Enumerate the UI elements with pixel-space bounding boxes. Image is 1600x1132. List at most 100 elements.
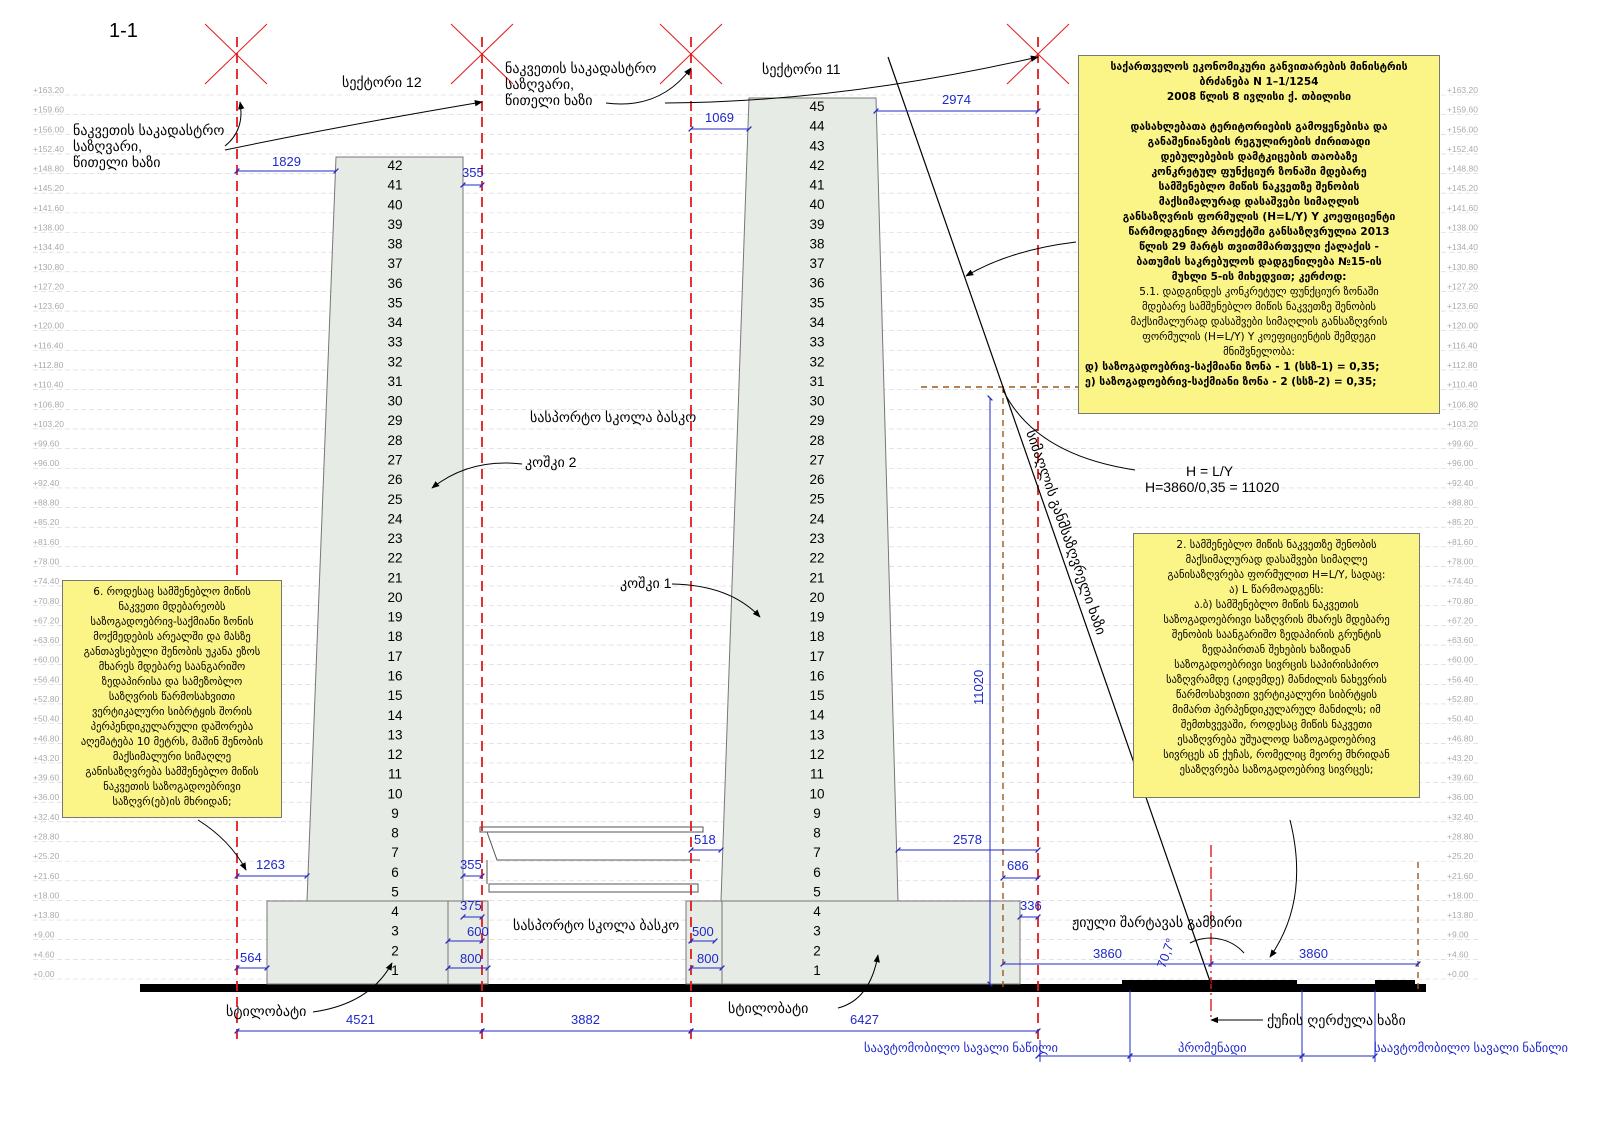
- elevation-label-left: +78.00: [33, 556, 60, 566]
- floor-number: 15: [387, 688, 402, 703]
- floor-number: 17: [387, 649, 402, 664]
- floor-number: 10: [809, 786, 824, 801]
- parcel-label-left-line-1: ნაკვეთის საკადასტრო: [73, 122, 224, 139]
- floor-number: 1: [391, 963, 399, 978]
- note-line: ვერტიკალური სიბრტყის შორის: [91, 706, 253, 718]
- floor-number: 19: [809, 610, 824, 625]
- dim-1263: 1263: [256, 857, 285, 872]
- floor-number: 25: [809, 492, 824, 507]
- floor-number: 39: [809, 217, 824, 232]
- elevation-label-right: +4.60: [1447, 949, 1469, 959]
- tower-2-floor-numbers: 1234567891011121314151617181920212223242…: [387, 158, 403, 978]
- dimension-labels: 1829 355 1069 2974 1263 355 375 600 564 …: [240, 92, 1328, 1027]
- elevation-label-left: +0.00: [33, 969, 55, 979]
- elevation-label-right: +130.80: [1447, 262, 1478, 272]
- floor-number: 34: [809, 315, 825, 330]
- elevation-label-right: +120.00: [1447, 321, 1478, 331]
- elevation-label-left: +67.20: [33, 615, 60, 625]
- floor-number: 14: [387, 708, 403, 723]
- elevation-label-right: +134.40: [1447, 242, 1478, 252]
- stylobate-left-label: სტილობატი: [226, 1003, 306, 1020]
- elevation-label-right: +18.00: [1447, 890, 1474, 900]
- elevation-label-left: +9.00: [33, 930, 55, 940]
- note-line: აღემატება 10 მეტრს, მაშინ შენობის: [80, 736, 264, 748]
- note-line: მაქსიმალური სიმაღლე: [112, 751, 232, 763]
- regulation-note-clause: 5.1. დადგინდეს კონკრეტულ ფუნქციურ ზონაში…: [1085, 285, 1433, 360]
- floor-number: 4: [813, 904, 821, 919]
- elevation-label-left: +18.00: [33, 890, 60, 900]
- sector-11-label: სექტორი 11: [762, 61, 841, 78]
- floor-number: 29: [387, 413, 402, 428]
- note-line: ბრძანება N 1–1/1254: [1199, 76, 1319, 88]
- parcel-label-mid: ნაკვეთის საკადასტრო საზღვარი, წითელი ხაზ…: [505, 60, 656, 109]
- note-line: ბათუმის საკრებულოს დადგენილება №15-ის: [1136, 256, 1382, 268]
- note-line: შენობის საანგარიშო ზედაპირის გრუნტის: [1171, 629, 1382, 641]
- floor-number: 36: [809, 276, 824, 291]
- floor-number: 43: [809, 138, 824, 153]
- dim-518: 518: [694, 832, 716, 847]
- street-axis-label: ქუჩის ღერძულა ხაზი: [1267, 1012, 1406, 1029]
- floor-number: 32: [387, 354, 402, 369]
- floor-number: 16: [809, 668, 824, 683]
- dim-355-top: 355: [462, 165, 484, 180]
- road-sections: საავტომობილო სავალი ნაწილი პრომენადი საა…: [864, 1041, 1569, 1056]
- floor-number: 14: [809, 708, 825, 723]
- floor-number: 42: [809, 158, 824, 173]
- formula-line-2: H=3860/0,35 = 11020: [1145, 479, 1280, 495]
- floor-number: 21: [387, 570, 402, 585]
- elevation-label-right: +39.60: [1447, 773, 1474, 783]
- note-line: საზღვრ(ებ)ის მხრიდან;: [112, 796, 232, 808]
- floor-number: 24: [809, 511, 825, 526]
- elevation-label-left: +13.80: [33, 910, 60, 920]
- floor-number: 33: [387, 335, 402, 350]
- elevation-label-right: +145.20: [1447, 183, 1478, 193]
- note-line: სივრცეს ან ქუჩას, რომელიც მეორე მხრიდან: [1163, 749, 1390, 761]
- note-line: პერპენდიკულარული დაშორება: [90, 721, 254, 733]
- floor-number: 2: [813, 943, 821, 958]
- floor-number: 7: [813, 845, 821, 860]
- ground-line: [140, 984, 1426, 992]
- note-line: მაქსიმალურად დასაშვები სიმაღლე: [1185, 554, 1368, 566]
- elevation-label-right: +92.40: [1447, 478, 1474, 488]
- elevation-label-right: +85.20: [1447, 517, 1474, 527]
- floor-number: 5: [813, 884, 821, 899]
- note-line: სამშენებლო მიწის ნაკვეთზე შენობის: [1158, 181, 1360, 193]
- formula-line-1: H = L/Y: [1186, 463, 1234, 479]
- floor-number: 28: [809, 433, 824, 448]
- stylobate-right-label: სტილობატი: [728, 1000, 808, 1017]
- floor-number: 22: [387, 551, 402, 566]
- floor-number: 24: [387, 511, 403, 526]
- floor-number: 40: [809, 197, 824, 212]
- elevation-label-right: +43.20: [1447, 753, 1474, 763]
- elevation-label-left: +163.20: [33, 85, 64, 95]
- floor-number: 10: [387, 786, 402, 801]
- dim-3860-left: 3860: [1093, 946, 1122, 961]
- note-line: განთავსებული შენობის უკანა ეზოს: [83, 646, 261, 658]
- elevation-label-right: +110.40: [1447, 380, 1478, 390]
- sector-12-label: სექტორი 12: [342, 74, 422, 91]
- note-line: საზოგადოებრივ-საქმიანი ზონის: [90, 616, 254, 628]
- floor-number: 35: [809, 295, 824, 310]
- elevation-label-left: +145.20: [33, 183, 64, 193]
- promenade-step: [1182, 980, 1297, 984]
- elevation-label-right: +28.80: [1447, 831, 1474, 841]
- note-line: 2. სამშენებლო მიწის ნაკვეთზე შენობის: [1176, 539, 1377, 551]
- floor-number: 32: [809, 354, 824, 369]
- elevation-label-right: +156.00: [1447, 124, 1478, 134]
- elevation-label-right: +70.80: [1447, 596, 1474, 606]
- note-line: წარმოსახვითი ვერტიკალური სიბრტყის: [1176, 689, 1377, 701]
- note-line: წარმოდგენილ პროექტში განსაზღვრულია 2013: [1128, 226, 1390, 238]
- elevation-label-left: +159.60: [33, 105, 64, 115]
- floor-number: 27: [809, 452, 824, 467]
- elevation-label-right: +103.20: [1447, 419, 1478, 429]
- dim-1829: 1829: [272, 154, 301, 169]
- floor-number: 36: [387, 276, 402, 291]
- elevation-label-left: +138.00: [33, 223, 64, 233]
- note-line: საქართველოს ეკონომიკური განვითარების მინ…: [1110, 61, 1408, 73]
- note-line: მაქსიმალურად დასაშვები სიმაღლის განსაზღვ…: [1130, 316, 1388, 328]
- tower-1-floor-numbers: 1234567891011121314151617181920212223242…: [809, 99, 825, 978]
- note-line: ა.ბ) სამშენებლო მიწის ნაკვეთის: [1194, 599, 1359, 611]
- note-line: ფორმულის (H=L/Y) Y კოეფიციენტის შემდეგი: [1142, 331, 1376, 343]
- floor-number: 39: [387, 217, 402, 232]
